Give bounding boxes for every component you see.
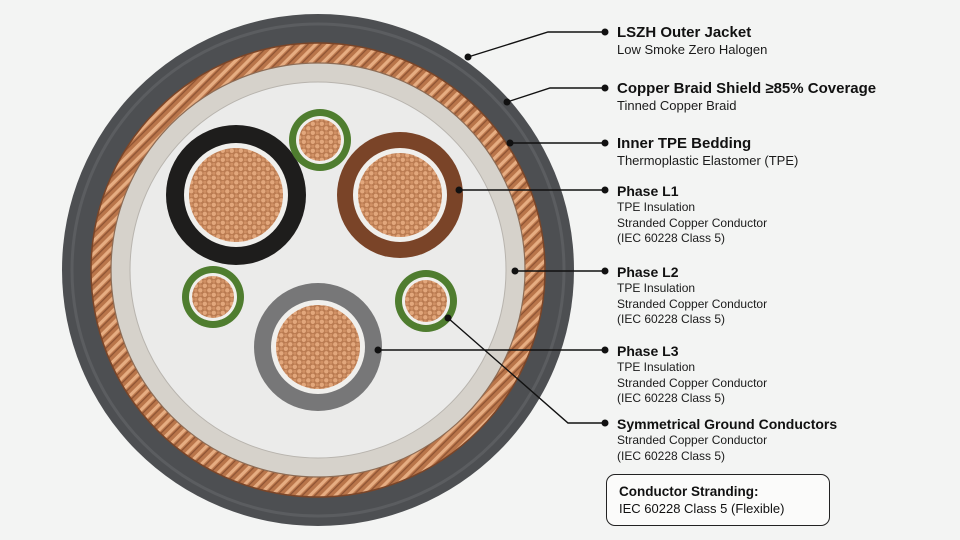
- label-line: (IEC 60228 Class 5): [617, 391, 726, 405]
- phase-l2-conductor: [166, 125, 306, 265]
- conductor-stranding-note: Conductor Stranding: IEC 60228 Class 5 (…: [606, 474, 830, 526]
- leader-braid: [506, 87, 605, 103]
- label-line: Thermoplastic Elastomer (TPE): [617, 153, 799, 168]
- leader-ground: [447, 317, 605, 424]
- note-text: IEC 60228 Class 5 (Flexible): [619, 501, 785, 516]
- label-line: Stranded Copper Conductor: [617, 215, 768, 230]
- label-line: Tinned Copper Braid: [617, 98, 737, 113]
- label-title: Symmetrical Ground Conductors: [617, 416, 838, 432]
- label-line: Stranded Copper Conductor: [617, 375, 768, 390]
- label-phase-l2: Phase L2 TPE Insulation Stranded Copper …: [617, 263, 952, 328]
- label-line: TPE Insulation: [617, 200, 696, 214]
- label-line: (IEC 60228 Class 5): [617, 312, 726, 326]
- label-title: Phase L1: [617, 183, 679, 199]
- label-line: Stranded Copper Conductor: [617, 296, 768, 311]
- label-copper-braid: Copper Braid Shield ≥85% Coverage Tinned…: [617, 80, 952, 114]
- label-title: LSZH Outer Jacket: [617, 24, 752, 41]
- leader-jacket: [467, 31, 605, 58]
- note-title: Conductor Stranding:: [619, 484, 759, 499]
- label-line: Stranded Copper Conductor: [617, 433, 768, 447]
- label-line: TPE Insulation: [617, 360, 696, 374]
- ground-conductor-left: [182, 266, 244, 328]
- leader-lines: [378, 31, 605, 424]
- label-line: Low Smoke Zero Halogen: [617, 42, 768, 57]
- label-outer-jacket: LSZH Outer Jacket Low Smoke Zero Halogen: [617, 24, 952, 58]
- label-inner-bedding: Inner TPE Bedding Thermoplastic Elastome…: [617, 135, 952, 169]
- label-title: Inner TPE Bedding: [617, 135, 752, 152]
- label-ground-conductors: Symmetrical Ground Conductors Stranded C…: [617, 415, 952, 464]
- phase-l3-conductor: [254, 283, 382, 411]
- ground-conductor-right: [395, 270, 457, 332]
- label-title: Phase L2: [617, 264, 679, 280]
- ground-conductor-top: [289, 109, 351, 171]
- leader-dots: [374, 28, 609, 427]
- label-phase-l1: Phase L1 TPE Insulation Stranded Copper …: [617, 182, 952, 247]
- phase-l1-conductor: [337, 132, 463, 258]
- label-title: Phase L3: [617, 343, 679, 359]
- label-phase-l3: Phase L3 TPE Insulation Stranded Copper …: [617, 342, 952, 407]
- label-line: (IEC 60228 Class 5): [617, 448, 726, 463]
- label-line: (IEC 60228 Class 5): [617, 231, 726, 245]
- label-title: Copper Braid Shield ≥85% Coverage: [617, 80, 877, 97]
- label-line: TPE Insulation: [617, 281, 696, 295]
